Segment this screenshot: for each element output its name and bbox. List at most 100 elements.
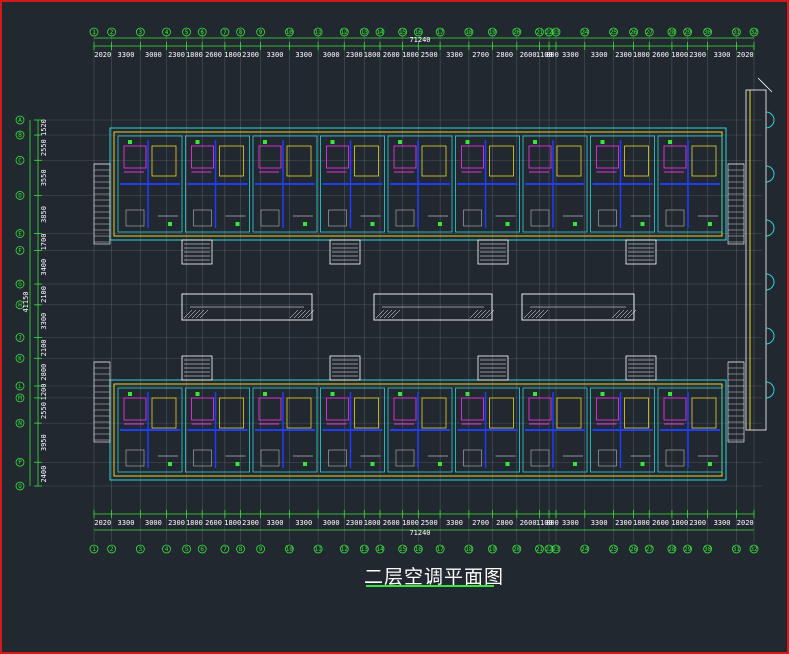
axis-bubble-top — [512, 27, 522, 37]
unit-outline — [320, 387, 385, 473]
axis-bubble-left — [15, 229, 25, 238]
axis-number-top: 5 — [185, 29, 189, 36]
left-dimension-label: 1700 — [40, 234, 48, 251]
axis-bubble-left — [15, 245, 25, 255]
axis-bubble-bottom — [89, 544, 99, 554]
bottom-dimension-label: 3000 — [145, 519, 162, 527]
unit-outline — [590, 135, 655, 233]
right-door-swing — [765, 327, 775, 345]
bottom-dimension-label: 2020 — [94, 519, 111, 527]
axis-bubble-bottom — [359, 544, 369, 554]
shaft-hatch — [473, 309, 483, 319]
room-partition — [421, 397, 447, 429]
equipment-unit — [530, 209, 550, 227]
axis-bubble-top — [629, 27, 638, 37]
axis-bubble-bottom — [512, 544, 522, 554]
axis-letter-left: B — [18, 132, 22, 139]
axis-number-bottom: 7 — [223, 546, 227, 553]
axis-bubble-top — [375, 27, 385, 37]
ac-indoor-unit-marker — [398, 140, 402, 144]
axis-bubble-top — [220, 27, 230, 37]
bottom-dimension-label: 1800 — [186, 519, 203, 527]
axis-number-bottom: 16 — [415, 546, 423, 553]
right-door-swing — [765, 381, 775, 399]
ac-indoor-unit-marker — [465, 140, 470, 144]
axis-number-bottom: 27 — [646, 546, 654, 553]
top-dimension-label: 1800 — [364, 51, 381, 59]
top-dimension-label: 1800 — [402, 51, 419, 59]
axis-bubble-bottom — [629, 544, 638, 554]
right-elevation-strip — [745, 89, 767, 431]
axis-bubble-top — [488, 27, 497, 37]
axis-bubble-left — [15, 155, 25, 165]
axis-number-top: 17 — [437, 29, 445, 36]
axis-bubble-top — [162, 27, 171, 37]
room-partition — [354, 145, 379, 177]
right-elevation-roof — [757, 77, 773, 93]
bottom-dimension-label: 2020 — [737, 519, 754, 527]
axis-number-top: 16 — [415, 29, 423, 36]
equipment-unit — [665, 209, 685, 227]
axis-bubble-bottom — [236, 544, 245, 554]
room-ac-zone — [191, 145, 214, 169]
left-dimension-label: 3300 — [40, 313, 48, 330]
unit-outline — [185, 387, 250, 473]
ac-indoor-unit-marker — [128, 140, 132, 144]
shaft-hatch — [391, 309, 401, 319]
axis-letter-left: F — [18, 247, 22, 254]
axis-bubble-top — [667, 27, 677, 37]
axis-number-bottom: 12 — [341, 546, 349, 553]
axis-bubble-left — [15, 481, 25, 491]
room-partition — [219, 397, 244, 429]
left-dimension-label: 1520 — [40, 119, 48, 136]
room-ac-zone — [123, 397, 147, 421]
top-dimension-label: 2600 — [383, 51, 400, 59]
left-dimension-label: 2100 — [40, 339, 48, 356]
axis-letter-left: A — [18, 117, 22, 124]
ac-indoor-unit-marker — [708, 462, 712, 466]
stair-core — [477, 239, 509, 265]
axis-bubble-top — [89, 27, 99, 37]
top-dimension-label: 3300 — [267, 51, 284, 59]
shaft-hatch — [383, 309, 393, 319]
equipment-unit — [395, 449, 415, 467]
room-ac-zone — [528, 145, 552, 169]
bottom-total-dimension: 71240 — [409, 529, 430, 537]
left-dimension-label: 2550 — [40, 402, 48, 419]
room-ac-zone — [258, 145, 282, 169]
shaft-hatch — [615, 309, 625, 319]
axis-number-bottom: 17 — [437, 546, 445, 553]
axis-number-top: 30 — [704, 29, 712, 36]
axis-bubble-bottom — [398, 544, 408, 554]
axis-number-bottom: 29 — [684, 546, 692, 553]
left-dimension-label: 2800 — [40, 364, 48, 381]
left-dimension-label: 3850 — [40, 206, 48, 223]
axis-letter-left: Q — [18, 483, 22, 490]
room-ac-zone — [663, 397, 687, 421]
axis-bubble-top — [609, 27, 618, 37]
axis-number-top: 11 — [315, 29, 323, 36]
axis-bubble-top — [313, 27, 323, 37]
axis-number-top: 7 — [223, 29, 227, 36]
axis-bubble-top — [435, 27, 445, 37]
axis-number-bottom: 23 — [552, 546, 560, 553]
shaft-hatch — [611, 309, 621, 319]
axis-number-bottom: 22 — [545, 546, 553, 553]
axis-bubble-top — [256, 27, 266, 37]
axis-bubble-bottom — [644, 544, 654, 554]
axis-bubble-left — [15, 300, 25, 310]
room-ac-zone — [326, 397, 349, 421]
shaft-hatch — [289, 309, 299, 319]
bottom-dimension-label: 2600 — [383, 519, 400, 527]
axis-number-top: 4 — [165, 29, 169, 36]
room-ac-zone — [461, 145, 484, 169]
axis-letter-left: N — [18, 420, 22, 427]
ac-indoor-unit-marker — [303, 222, 307, 226]
bottom-dimension-label: 800 — [546, 519, 559, 527]
drawing-title: 二层空调平面图 — [364, 566, 505, 588]
stair-core — [329, 355, 361, 381]
top-dimension-label: 1100 — [536, 51, 553, 59]
axis-bubble-left — [15, 333, 25, 342]
unit-outline — [185, 135, 250, 233]
axis-bubble-top — [359, 27, 369, 37]
